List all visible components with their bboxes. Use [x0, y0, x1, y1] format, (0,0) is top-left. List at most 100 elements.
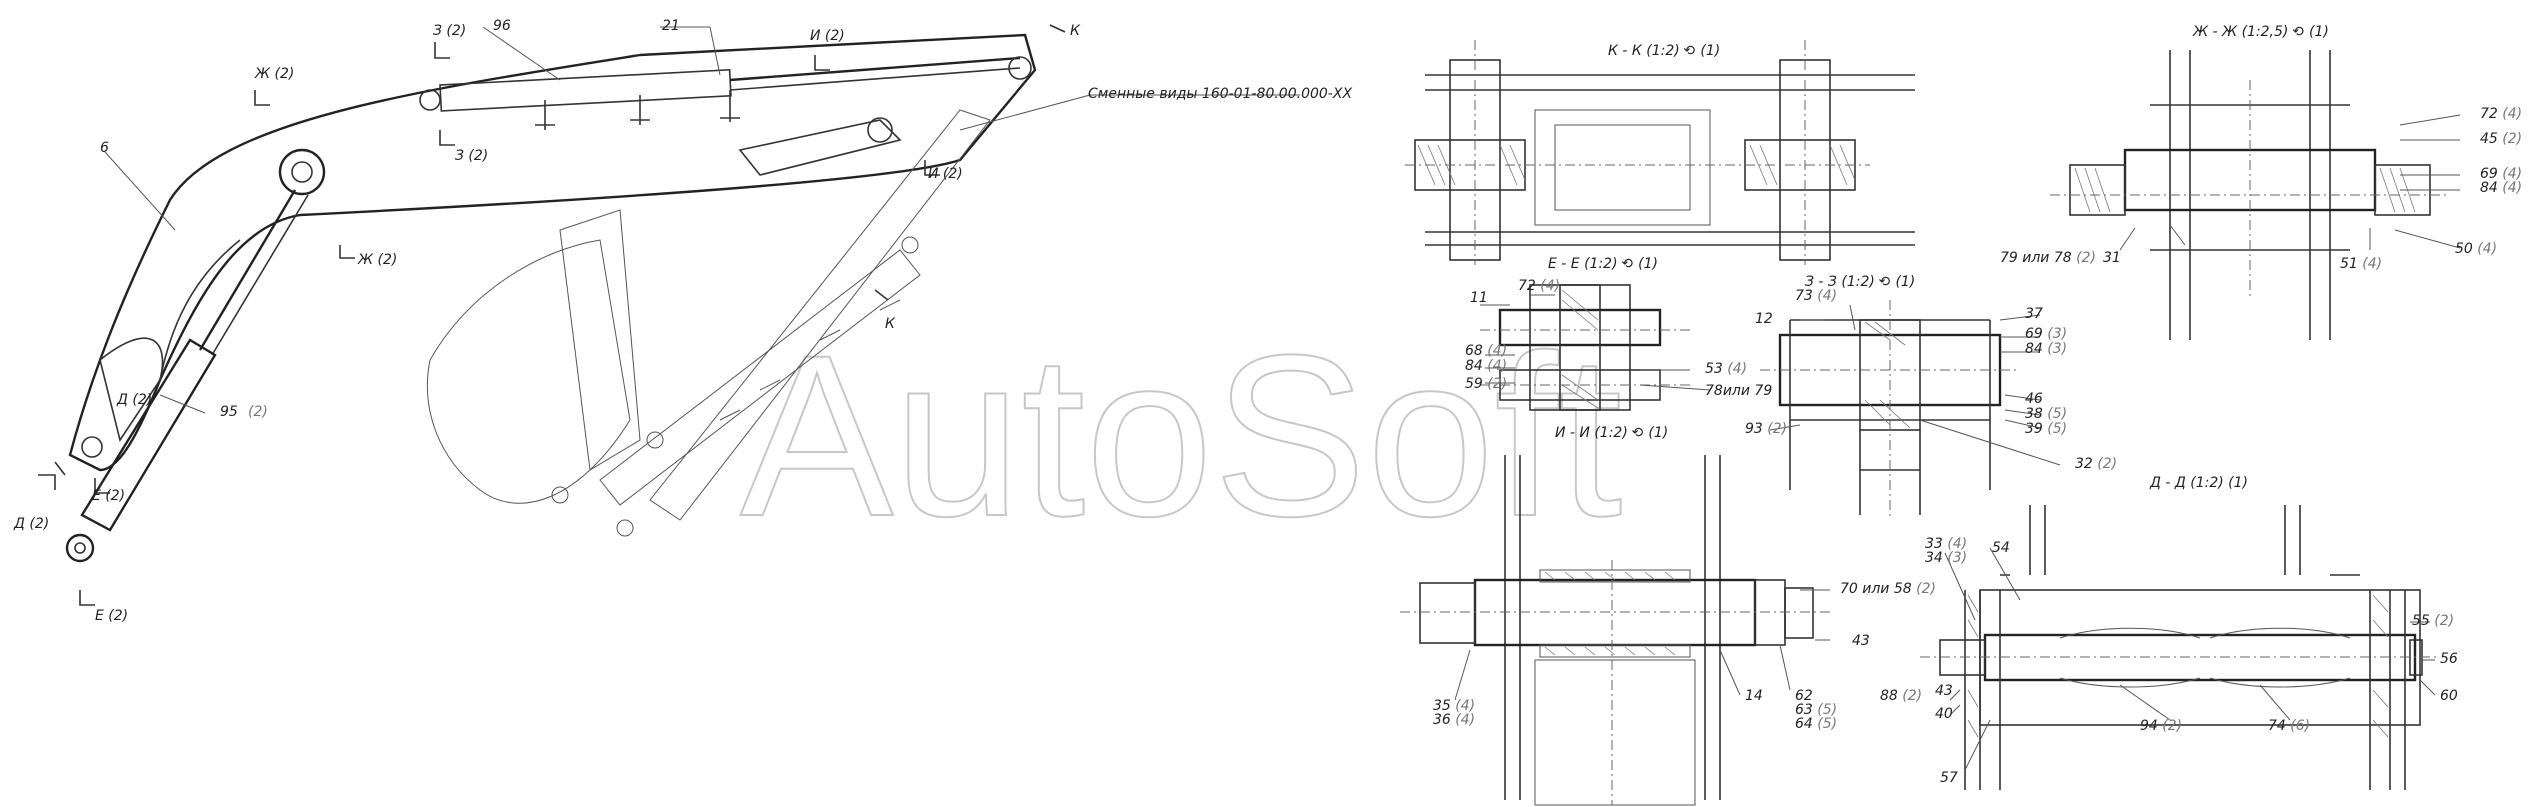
svg-text:94 (2): 94 (2) — [2140, 718, 2182, 734]
svg-text:35 (4): 35 (4) — [1433, 698, 1475, 714]
part-96: 96 — [493, 18, 511, 34]
svg-text:56: 56 — [2440, 651, 2458, 667]
part-95-qty: (2) — [248, 404, 268, 420]
view-zhzh: Ж - Ж (1:2,5) ⟲ (1) — [2050, 24, 2461, 340]
svg-text:62: 62 — [1795, 688, 1813, 704]
boom-tip-pin — [1008, 56, 1032, 80]
svg-text:72 (4): 72 (4) — [1518, 278, 1560, 294]
svg-text:36 (4): 36 (4) — [1433, 712, 1475, 728]
view-ii-title: И - И (1:2) ⟲ (1) — [1555, 425, 1668, 441]
view-ii: И - И (1:2) ⟲ (1) — [1400, 425, 1830, 806]
svg-text:11: 11 — [1470, 290, 1488, 306]
mark-z-bottom: З (2) — [455, 148, 488, 164]
bucket-outline — [426, 109, 991, 537]
svg-text:73 (4): 73 (4) — [1795, 288, 1837, 304]
svg-text:55 (2): 55 (2) — [2412, 613, 2454, 629]
hose-clamps — [535, 90, 740, 130]
svg-text:70 или 58 (2): 70 или 58 (2) — [1840, 581, 1936, 597]
svg-text:64 (5): 64 (5) — [1795, 716, 1837, 732]
part-95: 95 — [220, 404, 238, 420]
top-cylinder-rod — [729, 56, 1021, 82]
view-ee-title: Е - Е (1:2) ⟲ (1) — [1548, 256, 1658, 272]
mark-e-left: Е (2) — [92, 488, 125, 504]
svg-text:39 (5): 39 (5) — [2025, 421, 2067, 437]
lift-cylinder-rod — [198, 189, 297, 351]
main-leaders — [104, 26, 1300, 414]
view-zz-title: З - З (1:2) ⟲ (1) — [1805, 274, 1915, 290]
boom-inner-edge — [159, 239, 241, 381]
top-cylinder-body — [439, 68, 732, 112]
mark-zh-left: Ж (2) — [254, 66, 294, 82]
svg-text:72 (4): 72 (4) — [2480, 106, 2522, 122]
cylinder-bottom-pin — [65, 533, 95, 563]
boom-foot-pin — [81, 436, 103, 458]
svg-text:59 (2): 59 (2) — [1465, 376, 1507, 392]
mark-i-bottom: И (2) — [928, 166, 963, 182]
view-dd-title: Д - Д (1:2) (1) — [2149, 475, 2248, 491]
mark-d-lower: Д (2) — [13, 516, 49, 532]
mark-k-top: К — [1070, 23, 1081, 39]
replace-note: Сменные виды 160-01-80.00.000-XX — [1088, 86, 1352, 102]
svg-text:78или 79: 78или 79 — [1705, 383, 1772, 399]
svg-text:63 (5): 63 (5) — [1795, 702, 1837, 718]
mark-zh-mid: Ж (2) — [357, 252, 397, 268]
svg-text:32 (2): 32 (2) — [2075, 456, 2117, 472]
bucket-side — [559, 209, 641, 471]
svg-text:43: 43 — [1852, 633, 1870, 649]
svg-text:84 (3): 84 (3) — [2025, 341, 2067, 357]
mark-z-top: З (2) — [433, 23, 466, 39]
svg-text:31: 31 — [2103, 250, 2121, 266]
svg-text:69 (3): 69 (3) — [2025, 326, 2067, 342]
view-kk-title: К - К (1:2) ⟲ (1) — [1608, 43, 1720, 59]
svg-text:93 (2): 93 (2) — [1745, 421, 1787, 437]
bucket-shell — [426, 239, 631, 504]
svg-text:33 (4): 33 (4) — [1925, 536, 1967, 552]
svg-text:46: 46 — [2025, 391, 2043, 407]
view-dd: Д - Д (1:2) (1) — [1920, 475, 2440, 790]
part-6: 6 — [100, 140, 109, 156]
svg-text:68 (4): 68 (4) — [1465, 343, 1507, 359]
mark-e-lower: Е (2) — [95, 608, 128, 624]
boom-outline — [68, 33, 1037, 472]
svg-text:51 (4): 51 (4) — [2340, 256, 2382, 272]
boom-pivot — [278, 148, 326, 196]
svg-text:84 (4): 84 (4) — [1465, 358, 1507, 374]
arm-link — [738, 119, 902, 176]
bucket-link-arm — [599, 249, 921, 506]
boom-assembly — [65, 33, 1037, 563]
part-21: 21 — [662, 18, 680, 34]
view-ee: Е - Е (1:2) ⟲ (1) — [1480, 256, 1711, 411]
svg-text:74 (6): 74 (6) — [2268, 718, 2310, 734]
svg-text:34 (3): 34 (3) — [1925, 550, 1967, 566]
view-zhzh-title: Ж - Ж (1:2,5) ⟲ (1) — [2192, 24, 2329, 40]
boom-foot-plate — [99, 337, 164, 442]
view-zz: З - З (1:2) ⟲ (1) — [1760, 274, 2061, 520]
watermark: AutoSoft — [740, 307, 1622, 564]
svg-text:14: 14 — [1745, 688, 1763, 704]
svg-text:40: 40 — [1935, 706, 1953, 722]
svg-text:38 (5): 38 (5) — [2025, 406, 2067, 422]
svg-text:60: 60 — [2440, 688, 2458, 704]
mark-d-left: Д (2) — [116, 392, 152, 408]
mark-k-mid: К — [885, 316, 896, 332]
svg-text:84 (4): 84 (4) — [2480, 180, 2522, 196]
svg-text:50 (4): 50 (4) — [2455, 241, 2497, 257]
svg-text:53 (4): 53 (4) — [1705, 361, 1747, 377]
svg-text:57: 57 — [1940, 770, 1958, 786]
svg-text:37: 37 — [2025, 306, 2043, 322]
arm-link-pin — [867, 117, 893, 143]
svg-text:88 (2): 88 (2) — [1880, 688, 1922, 704]
svg-text:45 (2): 45 (2) — [2480, 131, 2522, 147]
view-kk: К - К (1:2) ⟲ (1) — [1405, 40, 1915, 265]
lift-cylinder-body — [80, 338, 217, 532]
svg-text:12: 12 — [1755, 311, 1773, 327]
section-cut-marks — [38, 24, 1066, 606]
bucket-strut — [649, 109, 991, 521]
top-cylinder-rod-edge — [729, 67, 1021, 91]
top-cylinder-pin — [419, 89, 441, 111]
svg-text:69 (4): 69 (4) — [2480, 166, 2522, 182]
svg-text:79 или 78 (2): 79 или 78 (2) — [2000, 250, 2096, 266]
mark-i-top: И (2) — [810, 28, 845, 44]
